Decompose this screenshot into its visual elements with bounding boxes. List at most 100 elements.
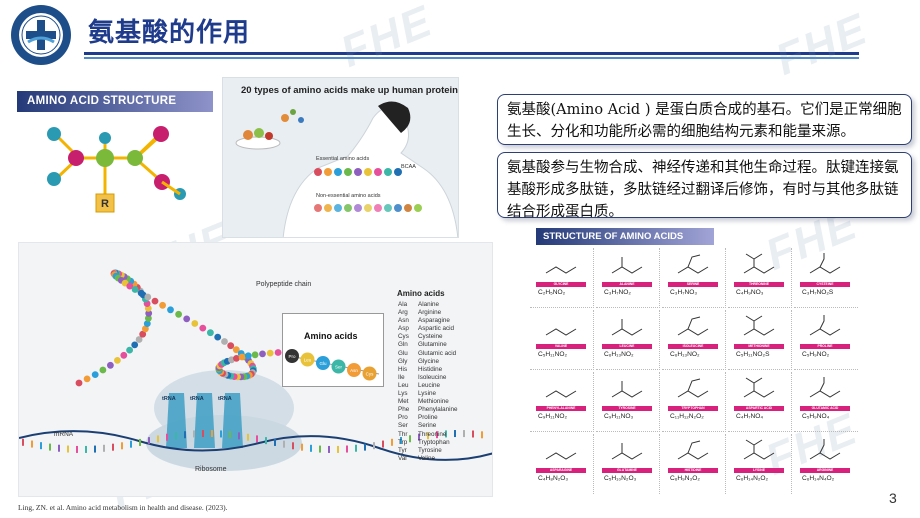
polypeptide-bead <box>251 351 259 359</box>
amino-acid-abbreviation: Ala <box>398 301 408 308</box>
polypeptide-bead <box>167 306 174 314</box>
skeletal-formula-drawing <box>677 254 709 274</box>
molecular-formula: C₅H₁₁NO₂ <box>538 351 568 358</box>
amino-acid-name-tag: PROLINE <box>800 344 850 349</box>
polypeptide-bead <box>145 309 153 317</box>
amino-acid-structure-label: AMINO ACID STRUCTURE <box>17 91 213 112</box>
amino-acid-name-tag: SERINE <box>668 282 718 287</box>
hydrogen-atom <box>99 132 111 144</box>
amino-acid-list-item: Lys Lysine <box>398 390 458 398</box>
skeletal-formula-drawing <box>743 377 775 398</box>
skeletal-formula-drawing <box>545 452 577 460</box>
polypeptide-bead <box>221 338 228 345</box>
amino-acid-name: Leucine <box>418 381 441 389</box>
polypeptide-bead <box>75 379 83 387</box>
citation: Ling, ZN. et al. Amino acid metabolism i… <box>18 503 228 512</box>
amino-acid-abbreviation: Val <box>398 454 407 462</box>
inset-amino-acid-label: Cys <box>366 372 374 377</box>
polypeptide-bead <box>126 346 133 354</box>
amino-acid-name-tag: HISTIDINE <box>668 468 718 473</box>
amino-acid-name: Asparagine <box>418 317 450 325</box>
skeletal-formula-drawing <box>611 443 643 460</box>
molecular-formula: C₆H₉N₃O₂ <box>670 475 700 482</box>
polypeptide-bead <box>83 375 91 383</box>
skeletal-formula-drawing <box>743 315 775 336</box>
amino-acid-abbreviation: Gln <box>398 341 408 349</box>
molecular-formula: C₆H₁₄N₂O₂ <box>736 475 769 482</box>
ribosome-label: Ribosome <box>195 466 227 473</box>
polypeptide-bead <box>135 336 143 343</box>
oxygen-atom <box>153 126 169 142</box>
molecular-formula: C₃H₇NO₂ <box>604 289 631 296</box>
amino-acid-abbreviation: Lys <box>398 390 408 398</box>
amino-acid-name: Lysine <box>418 390 436 398</box>
polypeptide-bead <box>142 325 149 333</box>
amino-acid-list-item: Gln Glutamine <box>398 341 458 349</box>
inset-amino-acid-label: Ser <box>335 365 343 370</box>
bcaa-label: BCAA <box>401 164 416 170</box>
polypeptide-bead <box>99 366 107 374</box>
molecular-formula: C₅H₁₁NO₂S <box>736 351 770 358</box>
molecular-formula: C₁₁H₁₂N₂O₂ <box>670 413 704 420</box>
amino-acid-name: Methionine <box>418 398 449 406</box>
skeletal-formula-drawing <box>743 439 775 460</box>
molecular-formula: C₃H₇NO₃ <box>670 289 698 296</box>
amino-acids-inset-title: Amino acids <box>304 331 358 341</box>
amino-acid-name: Tryptophan <box>418 438 450 446</box>
amino-acid-abbreviation: Gly <box>398 357 408 365</box>
amino-acid-name-tag: TYROSINE <box>602 406 652 411</box>
page-number: 3 <box>889 490 897 506</box>
amino-acid-name: Aspartic acid <box>418 325 455 333</box>
amino-acid-name-tag: PHENYLALANINE <box>536 406 586 411</box>
polypeptide-bead <box>114 357 121 364</box>
amino-acid-name: Cysteine <box>418 333 443 341</box>
polypeptide-bead <box>145 314 152 322</box>
polypeptide-bead <box>232 346 240 354</box>
molecular-formula: C₄H₈N₂O₃ <box>538 475 569 482</box>
amino-acid-name: Valine <box>418 454 436 462</box>
alpha-carbon-atom <box>96 149 114 167</box>
ribosome-large-subunit <box>154 370 294 446</box>
amino-acid-name-tag: GLYCINE <box>536 282 586 287</box>
molecular-formula: C₆H₁₃NO₂ <box>604 351 634 358</box>
amino-acid-function-callout: 氨基酸参与生物合成、神经传递和其他生命过程。肽键连接氨基酸形成多肽链，多肽链经过… <box>497 152 912 220</box>
amino-acid-list-heading: Amino acids <box>397 289 445 298</box>
polypeptide-bead <box>191 320 199 327</box>
polypeptide-bead <box>143 320 151 327</box>
amino-acid-structure-cell: LEUCINE C₆H₁₃NO₂ <box>596 310 660 370</box>
amino-acid-list-item: Ser Serine <box>398 422 458 430</box>
amino-acid-name: Glutamine <box>418 341 447 349</box>
amino-acid-abbreviation: Ser <box>398 422 408 430</box>
r-group-box <box>95 193 115 213</box>
amino-acid-name-tag: LYSINE <box>734 468 784 473</box>
inset-amino-acid-bead <box>347 363 361 377</box>
amino-acid-name-tag: LEUCINE <box>602 344 652 349</box>
amino-acid-name-tag: ISOLEUCINE <box>668 344 718 349</box>
amino-acid-name-tag: ARGININE <box>800 468 850 473</box>
trna-label: tRNA <box>162 396 176 402</box>
amino-acid-name: Serine <box>418 422 437 430</box>
inset-amino-acid-label: Glu <box>319 361 327 366</box>
skeletal-formula-drawing <box>677 440 709 460</box>
polypeptide-bead <box>131 341 139 349</box>
molecular-formula: C₆H₁₄N₄O₂ <box>802 475 835 482</box>
amino-acid-name-tag: GLUTAMINE <box>602 468 652 473</box>
skeletal-formula-drawing <box>809 253 841 274</box>
